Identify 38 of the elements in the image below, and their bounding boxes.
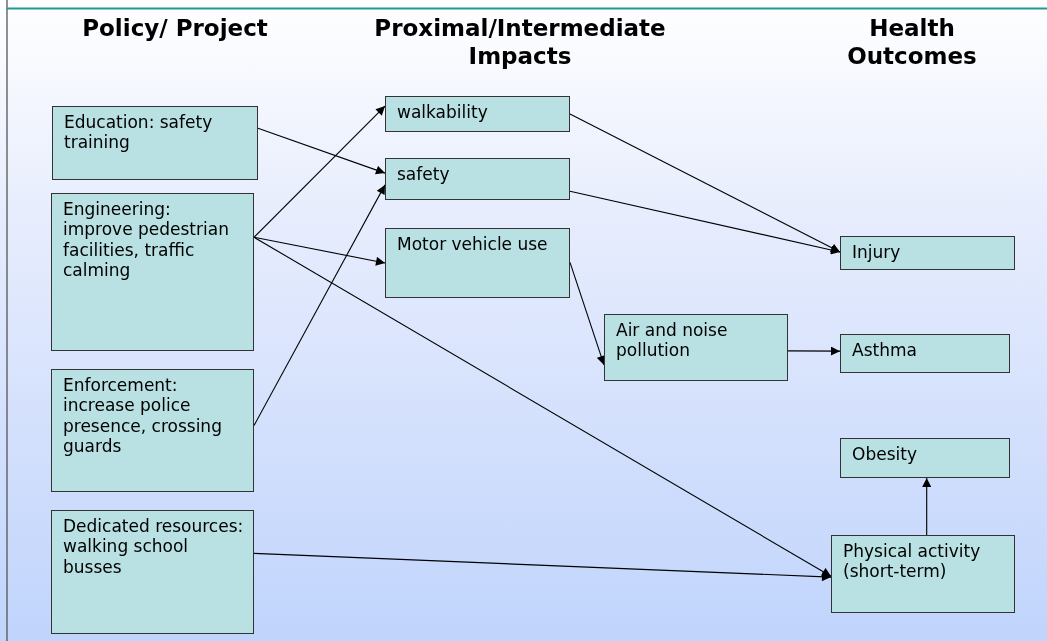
process-box (51, 369, 254, 492)
process-box (831, 535, 1015, 613)
arrow (257, 127, 386, 175)
box-label: walkability (397, 102, 489, 123)
arrow (787, 346, 841, 356)
box-label: Injury (852, 242, 902, 263)
process-box (604, 314, 788, 381)
process-box (51, 193, 254, 351)
box-label: Engineering: improve pedestrian facilities, traffic calming (63, 199, 230, 281)
process-box (385, 228, 570, 298)
arrow (922, 477, 932, 536)
box-label: safety (397, 164, 451, 185)
box-label: Physical activity (short-term) (843, 541, 982, 582)
box-label: Motor vehicle use (397, 234, 549, 255)
process-box (385, 158, 570, 200)
box-label: Asthma (852, 340, 918, 361)
process-box (840, 236, 1015, 270)
process-box (52, 106, 258, 180)
process-box (840, 438, 1010, 478)
arrow (253, 236, 832, 577)
column-heading: Proximal/Intermediate Impacts (373, 15, 667, 71)
column-heading: Policy/ Project (81, 15, 269, 43)
arrow (253, 105, 386, 238)
column-heading: Health Outcomes (846, 15, 978, 71)
arrow (253, 552, 832, 582)
process-box (840, 334, 1010, 373)
process-box (51, 510, 254, 634)
arrow (569, 190, 841, 255)
arrow (253, 184, 386, 427)
box-label: Enforcement: increase police presence, crossing guards (63, 375, 223, 457)
box-label: Air and noise pollution (616, 320, 729, 361)
box-label: Education: safety training (64, 112, 214, 153)
arrow (569, 113, 841, 253)
arrow (253, 236, 386, 266)
arrow (569, 261, 606, 366)
process-box (385, 96, 570, 132)
box-label: Dedicated resources: walking school busses (63, 516, 245, 578)
box-label: Obesity (852, 444, 918, 465)
